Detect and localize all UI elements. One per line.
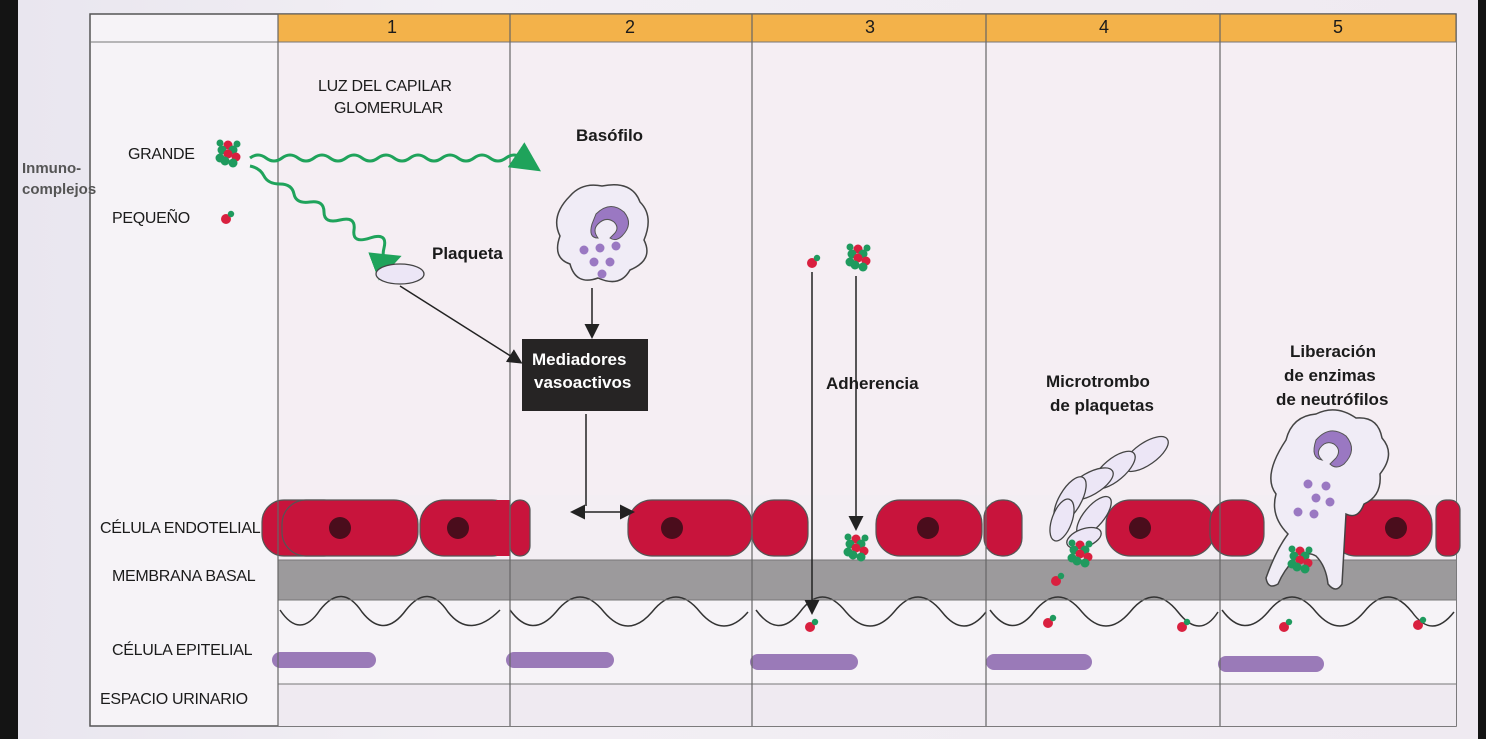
- immune-complex-label-line2: complejos: [22, 181, 96, 198]
- enzymes-label-line2: de enzimas: [1284, 366, 1376, 386]
- mediators-label-line2: vasoactivos: [534, 373, 631, 393]
- large-complex-label: GRANDE: [128, 146, 195, 164]
- small-complex-label: PEQUEÑO: [112, 210, 190, 228]
- column-4-number: 4: [1084, 17, 1124, 38]
- microthrombus-label-line1: Microtrombo: [1046, 372, 1150, 392]
- endothelial-label: CÉLULA ENDOTELIAL: [100, 520, 260, 538]
- urinary-band: [278, 684, 1456, 726]
- column-3-number: 3: [850, 17, 890, 38]
- enzymes-label-line1: Liberación: [1290, 342, 1376, 362]
- adherence-label: Adherencia: [826, 374, 919, 394]
- urinary-label: ESPACIO URINARIO: [100, 691, 248, 709]
- platelet-label: Plaqueta: [432, 244, 503, 264]
- microthrombus-label-line2: de plaquetas: [1050, 396, 1154, 416]
- platelet-shape: [376, 264, 424, 284]
- column-2-number: 2: [610, 17, 650, 38]
- basement-label: MEMBRANA BASAL: [112, 568, 255, 586]
- column-5-number: 5: [1318, 17, 1358, 38]
- basophil-cell: [557, 185, 649, 282]
- mediators-label-line1: Mediadores: [532, 350, 626, 370]
- lumen-label-line2: GLOMERULAR: [334, 100, 443, 118]
- lumen-label-line1: LUZ DEL CAPILAR: [318, 78, 452, 96]
- immune-complex-label-line1: Inmuno-: [22, 160, 81, 177]
- enzymes-label-line3: de neutrófilos: [1276, 390, 1388, 410]
- epithelial-label: CÉLULA EPITELIAL: [112, 642, 252, 660]
- column-1-number: 1: [372, 17, 412, 38]
- basophil-label: Basófilo: [576, 126, 643, 146]
